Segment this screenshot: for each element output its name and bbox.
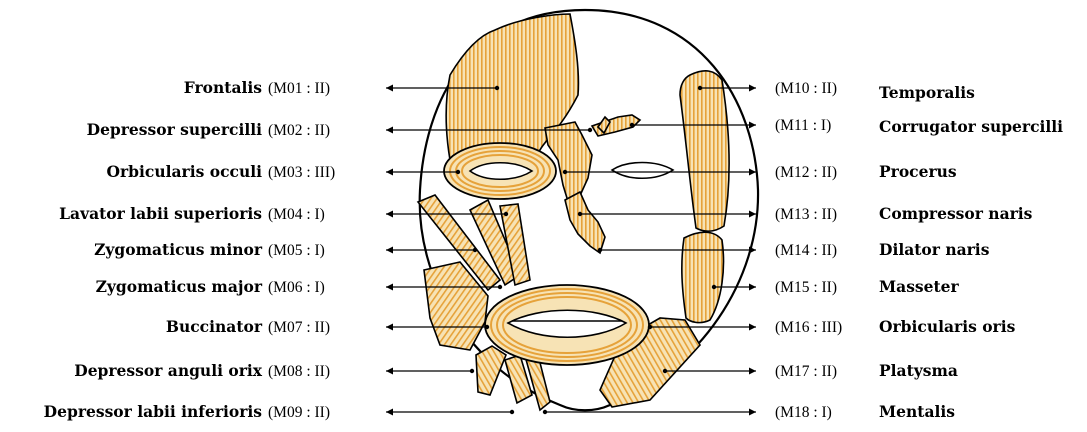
right-muscle-code: (M12 : II) <box>775 164 837 181</box>
left-muscle-name: Zygomaticus minor <box>94 240 263 259</box>
right-muscle-code: (M17 : II) <box>775 363 837 380</box>
arrowhead-icon <box>386 324 393 331</box>
left-muscle-code: (M08 : II) <box>268 363 330 380</box>
left-muscle-code: (M02 : II) <box>268 122 330 139</box>
right-muscle-code: (M11 : I) <box>775 117 831 134</box>
arrowhead-icon <box>749 409 756 416</box>
left-muscle-name: Lavator labii superioris <box>59 204 262 223</box>
arrowhead-icon <box>749 169 756 176</box>
orbicularis-occuli-muscle <box>444 143 556 199</box>
left-muscle-name: Orbicularis occuli <box>107 162 263 181</box>
target-dot <box>563 170 567 174</box>
arrowhead-icon <box>386 85 393 92</box>
target-dot <box>648 325 652 329</box>
left-muscle-code: (M09 : II) <box>268 404 330 421</box>
target-dot <box>456 170 460 174</box>
right-muscle-code: (M16 : III) <box>775 319 842 336</box>
left-muscle-code: (M01 : II) <box>268 80 330 97</box>
arrowhead-icon <box>749 324 756 331</box>
arrowhead-icon <box>749 247 756 254</box>
left-muscle-code: (M04 : I) <box>268 206 325 223</box>
temporalis-muscle <box>680 71 729 231</box>
arrowhead-icon <box>749 85 756 92</box>
target-dot <box>712 285 716 289</box>
left-muscle-code: (M06 : I) <box>268 279 325 296</box>
right-muscle-name: Dilator naris <box>879 240 990 259</box>
arrowhead-icon <box>386 409 393 416</box>
left-muscle-name: Frontalis <box>184 78 262 97</box>
right-eye <box>612 163 673 179</box>
arrowhead-icon <box>749 368 756 375</box>
left-muscle-name: Depressor supercilli <box>87 120 262 139</box>
target-dot <box>630 123 634 127</box>
right-labels: (M10 : II) Temporalis (M11 : I) Corrugator … <box>775 80 1063 421</box>
target-dot <box>504 212 508 216</box>
target-dot <box>663 369 667 373</box>
left-muscle-name: Depressor labii inferioris <box>44 402 263 421</box>
right-muscle-name: Compressor naris <box>879 204 1033 223</box>
right-muscle-code: (M13 : II) <box>775 206 837 223</box>
right-muscle-name: Platysma <box>879 361 958 380</box>
left-muscle-code: (M07 : II) <box>268 319 330 336</box>
arrowhead-icon <box>386 211 393 218</box>
target-dot <box>698 86 702 90</box>
right-muscle-name: Masseter <box>879 277 960 296</box>
target-dot <box>578 212 582 216</box>
left-muscle-name: Zygomaticus major <box>96 277 263 296</box>
right-muscle-code: (M15 : II) <box>775 279 837 296</box>
target-dot <box>588 128 592 132</box>
target-dot <box>495 86 499 90</box>
right-muscle-code: (M18 : I) <box>775 404 832 421</box>
right-muscle-name: Temporalis <box>879 83 975 102</box>
right-muscle-name: Corrugator supercilli <box>879 117 1063 136</box>
masseter-muscle <box>682 232 724 322</box>
arrowhead-icon <box>386 284 393 291</box>
left-labels: Frontalis (M01 : II) Depressor supercilli (… <box>44 78 335 421</box>
right-muscle-code: (M10 : II) <box>775 80 837 97</box>
left-muscle-name: Depressor anguli orix <box>74 361 263 380</box>
arrowhead-icon <box>386 169 393 176</box>
left-muscle-code: (M03 : III) <box>268 164 335 181</box>
right-muscle-name: Mentalis <box>879 402 955 421</box>
arrowhead-icon <box>749 122 756 129</box>
target-dot <box>473 248 477 252</box>
target-dot <box>485 325 489 329</box>
orbicularis-oris-muscle <box>485 285 649 365</box>
arrowhead-icon <box>386 247 393 254</box>
left-muscle-name: Buccinator <box>166 317 263 336</box>
right-muscle-code: (M14 : II) <box>775 242 837 259</box>
target-dot <box>543 410 547 414</box>
arrowhead-icon <box>749 211 756 218</box>
target-dot <box>510 410 514 414</box>
arrowhead-icon <box>749 284 756 291</box>
compressor-naris-muscle <box>565 192 605 253</box>
target-dot <box>470 369 474 373</box>
arrowhead-icon <box>386 127 393 134</box>
target-dot <box>498 285 502 289</box>
right-muscle-name: Procerus <box>879 162 957 181</box>
target-dot <box>598 248 602 252</box>
left-muscle-code: (M05 : I) <box>268 242 325 259</box>
arrowhead-icon <box>386 368 393 375</box>
right-muscle-name: Orbicularis oris <box>879 317 1016 336</box>
